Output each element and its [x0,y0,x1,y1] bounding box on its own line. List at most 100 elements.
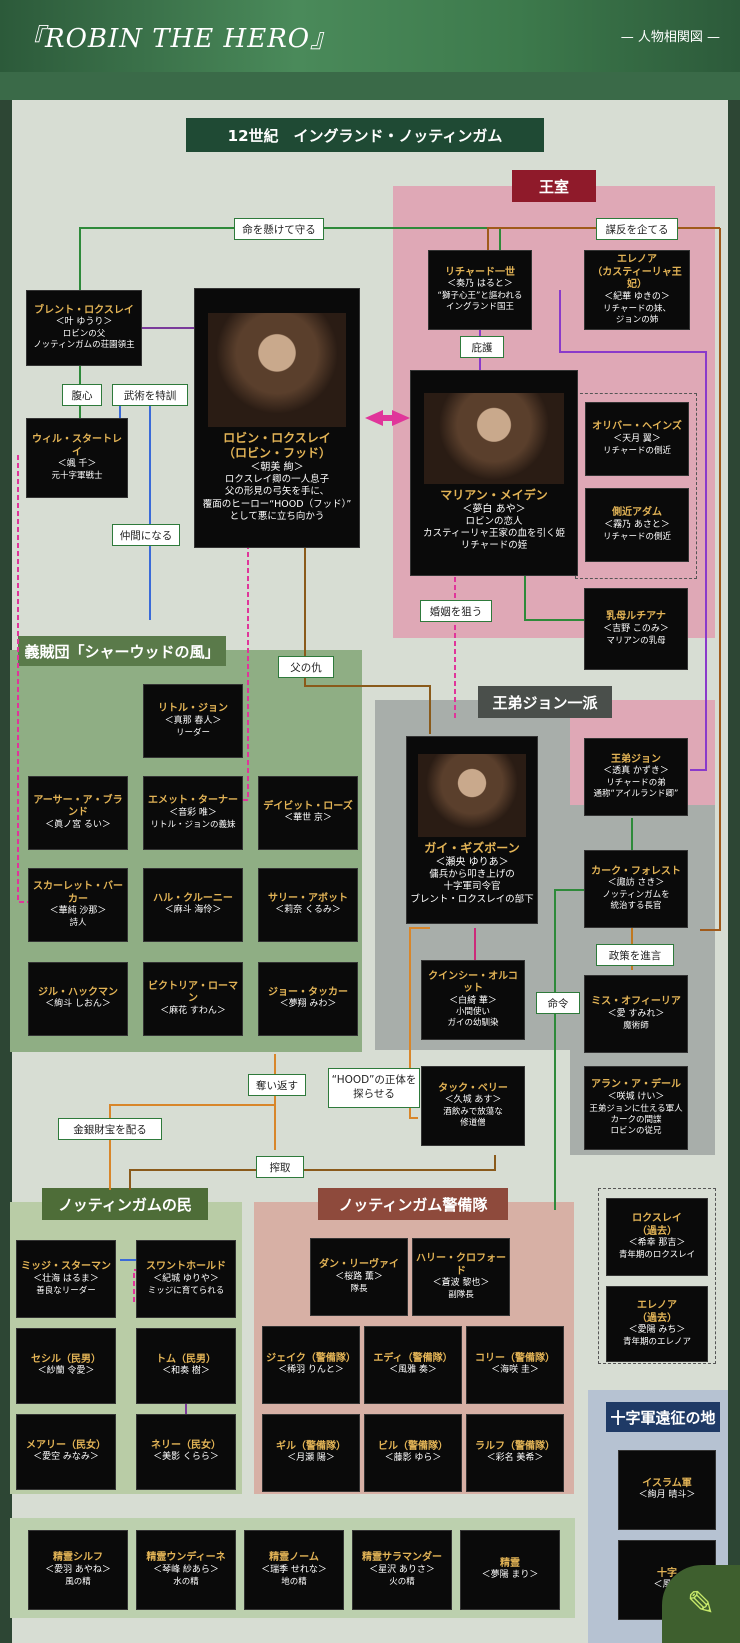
edit-pencil-icon[interactable]: ✎ [662,1565,740,1643]
character-description: 水の精 [173,1576,199,1587]
character-card-richard: リチャード一世＜奏乃 はると＞“獅子心王”と謳われる イングランド国王 [428,250,532,330]
actor-name: ＜夢陽 まり＞ [481,1570,539,1581]
character-card-littlejohn: リトル・ジョン＜真那 春人＞リーダー [143,684,243,758]
character-description: リチャードの妹、 ジョンの姉 [603,303,671,325]
tag-protect: 命を懸けて守る [234,218,324,240]
actor-name: ＜紀華 ゆきの＞ [604,291,670,302]
character-card-oliver: オリバー・ヘインズ＜天月 翼＞リチャードの側近 [585,402,689,476]
actor-name: ＜真那 春人＞ [164,715,222,726]
actor-name: ＜華世 京＞ [284,813,332,824]
people-label: ノッティンガムの民 [42,1188,208,1220]
character-card-bill: ビル（警備隊）＜藤影 ゆら＞ [364,1414,462,1492]
actor-name: ＜白綺 華＞ [449,995,497,1006]
actor-name: ＜絢斗 しおん＞ [45,999,111,1010]
character-name: 乳母ルチアナ [606,611,666,623]
character-card-locksley-past: ロクスレイ （過去）＜希幸 那吉＞青年期のロクスレイ [606,1198,708,1276]
actor-name: ＜和奏 樹＞ [162,1366,210,1377]
character-name: コリー（警備隊） [475,1352,555,1364]
character-name: イスラム軍 [642,1477,692,1489]
character-card-lucina: 乳母ルチアナ＜吉野 このみ＞マリアンの乳母 [584,588,688,670]
actor-name: ＜壮海 はるま＞ [33,1273,99,1284]
character-card-adam: 側近アダム＜霧乃 あさと＞リチャードの側近 [585,488,689,562]
actor-name: ＜天月 翼＞ [613,433,661,444]
character-card-sylph: 精霊シルフ＜愛羽 あやね＞風の精 [28,1530,128,1610]
character-card-dan: ダン・リーヴァイ＜桜路 薫＞隊長 [310,1238,408,1316]
character-card-nelly: ネリー（民女）＜美影 くらら＞ [136,1414,236,1490]
tag-confidant: 腹心 [62,384,102,406]
actor-name: ＜麻花 すわん＞ [160,1005,226,1016]
actor-name: ＜絢月 晴斗＞ [638,1490,696,1501]
character-card-brent: ブレント・ロクスレイ＜叶 ゆうり＞ロビンの父 ノッティンガムの荘園領主 [26,290,142,366]
actor-name: ＜藤影 ゆら＞ [384,1453,442,1464]
tag-policy: 政策を進言 [596,944,674,966]
character-card-arthur: アーサー・ア・ブランド＜眞ノ宮 るい＞ [28,776,128,850]
character-name: ジェイク（警備隊） [266,1352,356,1364]
actor-name: ＜琴峰 紗あら＞ [153,1564,219,1575]
actor-name: ＜美影 くらら＞ [153,1452,219,1463]
actor-name: ＜夢白 あや＞ [462,503,526,515]
character-description: 魔術師 [623,1020,649,1031]
character-description: 小間使い ガイの幼馴染 [447,1007,499,1029]
actor-name: ＜咲城 けい＞ [607,1091,665,1102]
actor-name: ＜眞ノ宮 るい＞ [45,819,111,830]
actor-name: ＜蒼波 黎也＞ [432,1278,490,1289]
character-card-eleanor: エレノア （カスティーリャ王妃）＜紀華 ゆきの＞リチャードの妹、 ジョンの姉 [584,250,690,330]
character-description: 地の精 [281,1576,307,1587]
character-description: リチャードの側近 [603,531,671,542]
tag-order: 命令 [536,992,580,1014]
tag-exploit: 搾取 [256,1156,304,1178]
character-name: サリー・アボット [268,892,348,904]
tag-distribute: 金銀財宝を配る [58,1118,162,1140]
royal-label: 王室 [512,170,596,202]
character-description: 隊長 [350,1283,368,1294]
character-card-alan: アラン・ア・デール＜咲城 けい＞王弟ジョンに仕える軍人 カークの間諜 ロビンの従… [584,1066,688,1150]
character-name: ラルフ（警備隊） [475,1440,555,1452]
character-card-robin: ロビン・ロクスレイ （ロビン・フッド）＜朝美 絢＞ロクスレイ卿の一人息子 父の形… [194,288,360,548]
character-card-islam: イスラム軍＜絢月 晴斗＞ [618,1450,716,1530]
character-card-sally: サリー・アボット＜莉奈 くるみ＞ [258,868,358,942]
actor-name: ＜桜路 薫＞ [335,1271,383,1282]
actor-name: ＜夢翔 みわ＞ [279,999,337,1010]
character-description: ノッティンガムを 統治する長官 [602,890,670,912]
actor-name: ＜諏訪 さき＞ [607,878,665,889]
actor-name: ＜愛空 みなみ＞ [33,1452,99,1463]
character-name: メアリー（民女） [26,1439,106,1451]
character-name: カーク・フォレスト [591,865,681,877]
character-description: 酒飲みで放蕩な 修道僧 [443,1107,503,1129]
character-name: エメット・ターナー [148,795,238,807]
character-name: ダン・リーヴァイ [319,1259,399,1271]
actor-name: ＜麻斗 海伶＞ [164,905,222,916]
past-group [598,1188,716,1364]
actor-name: ＜愛 すみれ＞ [607,1008,665,1019]
character-name: ガイ・ギズボーン [424,840,520,855]
character-description: “獅子心王”と謳われる イングランド国王 [437,291,523,313]
character-name: エレノア （カスティーリャ王妃） [592,254,682,291]
character-card-tuck: タック・ベリー＜久城 あす＞酒飲みで放蕩な 修道僧 [421,1066,525,1146]
character-card-harry: ハリー・クロフォード＜蒼波 黎也＞副隊長 [412,1238,510,1316]
character-name: エレノア （過去） [637,1300,677,1324]
character-card-gnome: 精霊ノーム＜瑞季 せれな＞地の精 [244,1530,344,1610]
character-name: リトル・ジョン [158,703,228,715]
tag-marriage: 婚姻を狙う [420,600,492,622]
character-description: マリアンの乳母 [606,635,666,646]
actor-name: ＜颯 千＞ [57,459,97,470]
character-description: ロビンの恋人 カスティーリャ王家の血を引く姫 リチャードの姪 [423,515,565,552]
character-card-ralph: ラルフ（警備隊）＜彩名 美希＞ [466,1414,564,1492]
character-description: ロクスレイ卿の一人息子 父の形見の弓矢を手に、 覆面のヒーロー“HOOD（フッド… [202,474,352,523]
character-description: 風の精 [65,1576,91,1587]
character-card-spirit: 精霊＜夢陽 まり＞ [460,1530,560,1610]
actor-name: ＜久城 あす＞ [444,1095,502,1106]
character-description: ミッジに育てられる [147,1285,225,1296]
character-name: ギル（警備隊） [276,1440,346,1452]
character-card-ophelia: ミス・オフィーリア＜愛 すみれ＞魔術師 [584,975,688,1053]
actor-name: ＜音彩 唯＞ [169,807,217,818]
character-name: ハリー・クロフォード [416,1253,506,1277]
character-name: 精霊サラマンダー [362,1552,442,1564]
character-description: 傭兵から叩き上げの 十字軍司令官 ブレント・ロクスレイの部下 [410,868,534,905]
character-name: スカーレット・バーカー [33,881,123,905]
character-description: 善良なリーダー [36,1285,96,1296]
character-name: スワントホールド [146,1261,226,1273]
character-name: ハル・クルーニー [153,892,233,904]
character-card-salamander: 精霊サラマンダー＜星沢 ありさ＞火の精 [352,1530,452,1610]
character-name: マリアン・メイデン [440,487,548,502]
